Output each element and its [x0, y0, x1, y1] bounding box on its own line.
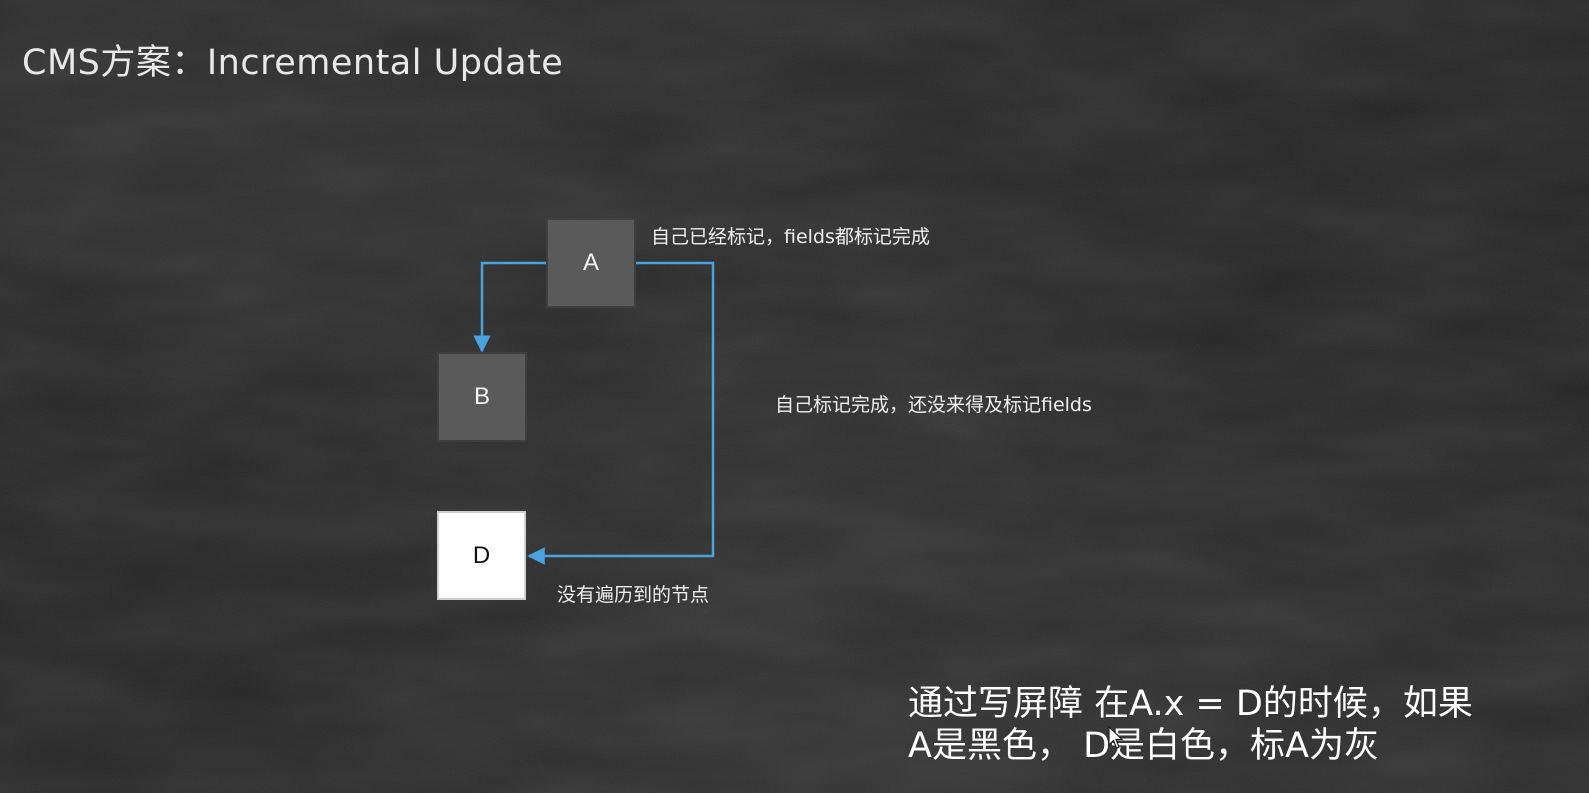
edge-a-to-d — [527, 261, 715, 565]
caption-text: 通过写屏障 在A.x = D的时候，如果 A是黑色， D是白色，标A为灰 — [908, 683, 1473, 767]
edge-a-to-b — [473, 261, 546, 353]
node-a-note: 自己已经标记，fields都标记完成 — [651, 226, 930, 248]
node-a: A — [546, 218, 636, 308]
caption-line-2: A是黑色， D是白色，标A为灰 — [908, 726, 1379, 766]
node-b-label: B — [473, 383, 490, 410]
caption-line-1: 通过写屏障 在A.x = D的时候，如果 — [908, 684, 1473, 724]
node-d-label: D — [472, 541, 491, 569]
mouse-cursor-icon — [1108, 726, 1124, 749]
node-b-note: 自己标记完成，还没来得及标记fields — [775, 394, 1092, 416]
slide-title: CMS方案：Incremental Update — [22, 43, 564, 83]
node-d-note: 没有遍历到的节点 — [557, 584, 710, 606]
node-a-label: A — [582, 249, 599, 276]
node-b: B — [437, 352, 527, 442]
node-d: D — [437, 511, 526, 600]
